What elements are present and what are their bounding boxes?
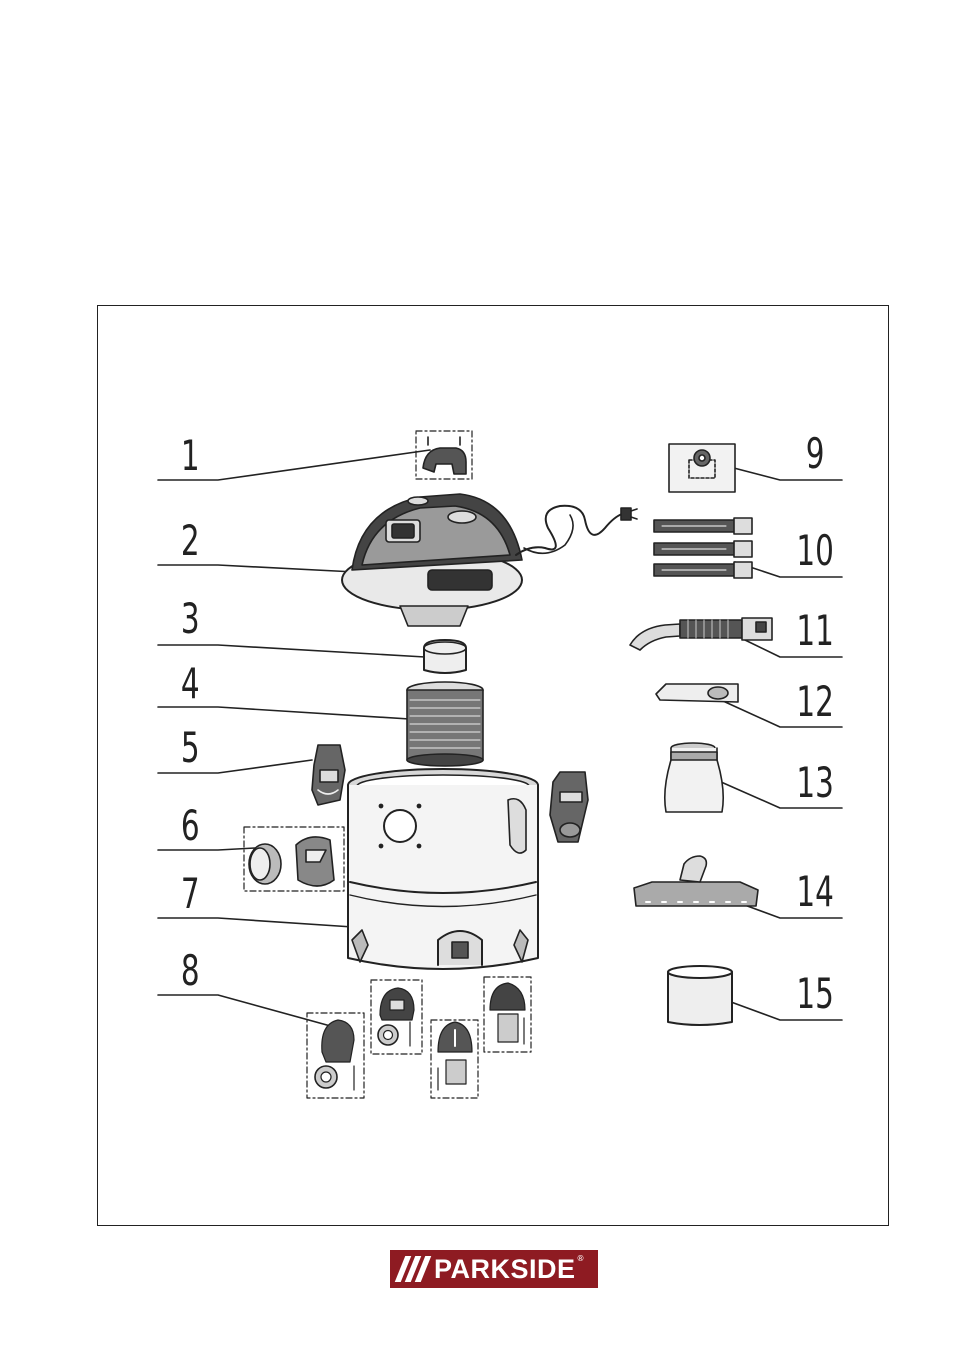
part-15-foam-filter: [668, 966, 732, 1025]
part-7-tank: [348, 769, 538, 969]
part-13-brush-nozzle: [665, 743, 723, 812]
part-4-filter: [407, 682, 483, 766]
callout-13: 13: [796, 758, 833, 807]
callout-1: 1: [181, 431, 200, 480]
part-14-floor-nozzle: [634, 856, 758, 906]
part-11-hose: [630, 618, 772, 650]
part-5-clip: [312, 745, 345, 805]
part-10-tubes: [654, 518, 752, 578]
part-3-cap: [424, 640, 466, 673]
callout-6: 6: [181, 801, 200, 850]
logo-stripes: [390, 1250, 434, 1288]
callout-9: 9: [806, 429, 825, 478]
part-1-switch: [416, 431, 472, 479]
parkside-logo: PARKSIDE ®: [390, 1250, 598, 1288]
logo-wordmark: PARKSIDE: [434, 1254, 576, 1285]
part-12-crevice-nozzle: [656, 684, 738, 702]
part-5b-clip-right: [550, 772, 588, 842]
callout-3: 3: [181, 594, 200, 643]
callout-2: 2: [181, 516, 200, 565]
callout-14: 14: [796, 867, 833, 916]
part-8-casters: [307, 977, 531, 1098]
callout-11: 11: [796, 606, 833, 655]
part-9-bag: [669, 444, 735, 492]
registered-mark: ®: [577, 1254, 585, 1263]
callout-15: 15: [796, 969, 833, 1018]
callout-5: 5: [181, 723, 200, 772]
callout-7: 7: [181, 869, 200, 918]
part-2-motor-head: [342, 494, 637, 626]
callout-4: 4: [181, 659, 200, 708]
part-6-outlet: [244, 827, 344, 891]
callout-8: 8: [181, 946, 200, 995]
callout-12: 12: [796, 677, 833, 726]
callout-10: 10: [796, 526, 833, 575]
